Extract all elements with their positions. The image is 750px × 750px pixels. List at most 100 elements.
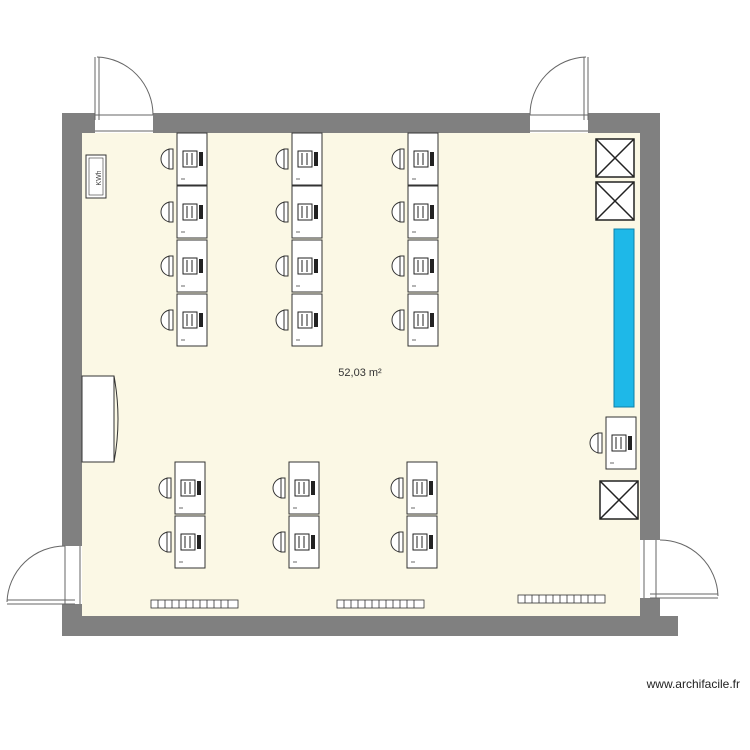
chair-back xyxy=(168,309,174,331)
door-top-left xyxy=(94,56,154,132)
workstation xyxy=(275,132,323,186)
chair-back xyxy=(398,477,404,499)
computer-tower xyxy=(314,152,318,166)
door-opening-right xyxy=(640,540,660,598)
workstations-group xyxy=(158,132,637,569)
computer-monitor xyxy=(297,203,313,221)
wall-cabinet-left xyxy=(81,375,119,463)
chair-back xyxy=(166,531,172,553)
workstation xyxy=(391,132,439,186)
computer-monitor xyxy=(412,479,428,497)
archifacile-watermark: www.archifacile.fr xyxy=(646,677,740,691)
workstation xyxy=(275,185,323,239)
computer-tower xyxy=(430,205,434,219)
computer-tower xyxy=(430,152,434,166)
computer-tower xyxy=(311,481,315,495)
computer-monitor xyxy=(180,479,196,497)
chair-back xyxy=(168,148,174,170)
chair-back xyxy=(168,255,174,277)
ventilation-box-1 xyxy=(595,138,635,178)
workstation xyxy=(158,461,206,515)
computer-tower xyxy=(199,313,203,327)
workstation xyxy=(391,293,439,347)
workstation xyxy=(390,461,438,515)
computer-monitor xyxy=(182,203,198,221)
workstation xyxy=(160,132,208,186)
computer-monitor xyxy=(413,311,429,329)
workstation xyxy=(390,515,438,569)
computer-tower xyxy=(314,259,318,273)
chair-back xyxy=(283,201,289,223)
workstation xyxy=(391,239,439,293)
computer-tower xyxy=(314,205,318,219)
computer-tower xyxy=(197,481,201,495)
door-opening-top-right xyxy=(530,113,588,133)
door-opening-left xyxy=(62,546,82,604)
door-right xyxy=(643,539,719,599)
computer-tower xyxy=(199,259,203,273)
chair-back xyxy=(399,255,405,277)
door-opening-top-left xyxy=(95,113,153,133)
computer-monitor xyxy=(297,311,313,329)
computer-monitor xyxy=(412,533,428,551)
workstation xyxy=(391,185,439,239)
computer-tower xyxy=(628,436,632,450)
radiator-2 xyxy=(336,599,425,609)
chair-back xyxy=(398,531,404,553)
chair-back xyxy=(280,477,286,499)
radiator-1 xyxy=(150,599,239,609)
computer-monitor xyxy=(413,257,429,275)
door-left xyxy=(6,545,81,605)
electric-meter-label: KWh xyxy=(95,170,103,186)
computer-monitor xyxy=(611,434,627,452)
storage-cabinet xyxy=(613,228,635,408)
chair-back xyxy=(399,201,405,223)
computer-tower xyxy=(429,535,433,549)
chair-back xyxy=(597,432,603,454)
computer-tower xyxy=(430,259,434,273)
workstation xyxy=(160,185,208,239)
chair-back xyxy=(399,148,405,170)
computer-monitor xyxy=(182,257,198,275)
workstation xyxy=(272,461,320,515)
electric-meter xyxy=(85,154,107,199)
computer-monitor xyxy=(413,150,429,168)
computer-monitor xyxy=(294,533,310,551)
chair-back xyxy=(399,309,405,331)
computer-monitor xyxy=(294,479,310,497)
computer-monitor xyxy=(180,533,196,551)
room-area-label: 52,03 m² xyxy=(338,367,382,379)
computer-tower xyxy=(429,481,433,495)
chair-back xyxy=(168,201,174,223)
computer-tower xyxy=(311,535,315,549)
ventilation-box-3 xyxy=(599,480,639,520)
chair-back xyxy=(280,531,286,553)
workstation xyxy=(160,239,208,293)
workstation xyxy=(158,515,206,569)
workstation xyxy=(275,239,323,293)
computer-monitor xyxy=(297,257,313,275)
computer-tower xyxy=(314,313,318,327)
workstation xyxy=(275,293,323,347)
computer-monitor xyxy=(182,311,198,329)
computer-tower xyxy=(430,313,434,327)
radiator-3 xyxy=(517,594,606,604)
workstation xyxy=(589,416,637,470)
chair-back xyxy=(283,309,289,331)
computer-monitor xyxy=(297,150,313,168)
door-top-right xyxy=(529,56,589,132)
computer-monitor xyxy=(413,203,429,221)
chair-back xyxy=(283,255,289,277)
wall-extension xyxy=(640,616,678,636)
chair-back xyxy=(283,148,289,170)
chair-back xyxy=(166,477,172,499)
computer-tower xyxy=(197,535,201,549)
workstation xyxy=(160,293,208,347)
computer-monitor xyxy=(182,150,198,168)
computer-tower xyxy=(199,205,203,219)
electric-meter-inner xyxy=(88,157,104,196)
ventilation-box-2 xyxy=(595,181,635,221)
workstation xyxy=(272,515,320,569)
computer-tower xyxy=(199,152,203,166)
